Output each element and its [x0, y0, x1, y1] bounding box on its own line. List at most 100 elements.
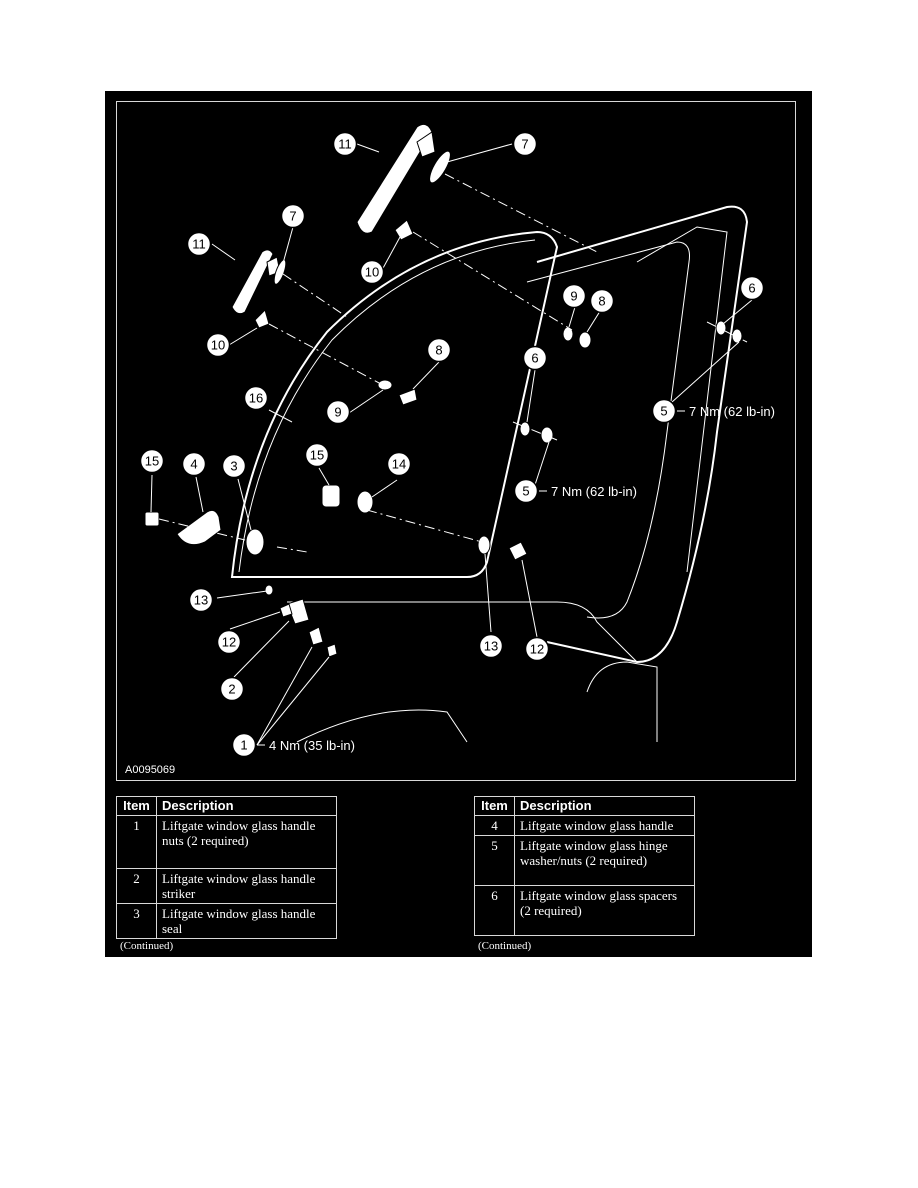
table-row: 1 Liftgate window glass handle nuts (2 r… — [116, 815, 337, 869]
handle — [176, 509, 222, 546]
svg-text:15: 15 — [310, 448, 324, 463]
svg-text:7: 7 — [521, 137, 528, 152]
body-lower-curve — [586, 661, 658, 742]
nuts-lower — [308, 626, 338, 658]
callout-10-lower: 10 — [205, 332, 231, 358]
bumper-seal — [356, 490, 374, 514]
clip-upper — [394, 219, 414, 241]
callout-11-upper: 11 — [332, 131, 358, 157]
continued-note-left: (Continued) — [120, 940, 174, 952]
svg-text:5: 5 — [660, 404, 667, 419]
item-number: 5 — [474, 835, 515, 886]
svg-text:4: 4 — [190, 457, 197, 472]
continued-note-right: (Continued) — [478, 940, 532, 952]
svg-text:12: 12 — [530, 642, 544, 657]
callout-13-left: 13 — [188, 587, 214, 613]
item-number: 4 — [474, 815, 515, 836]
callout-7-upper: 7 — [512, 131, 538, 157]
nut-right — [508, 541, 528, 561]
svg-text:14: 14 — [392, 457, 406, 472]
hinge-lower — [231, 249, 281, 315]
svg-text:1: 1 — [240, 738, 247, 753]
spacer-right-b — [731, 328, 743, 344]
table-row: 6 Liftgate window glass spacers (2 requi… — [474, 885, 695, 936]
callout-13-right: 13 — [478, 633, 504, 659]
callout-14: 14 — [386, 451, 412, 477]
seal-right — [477, 535, 491, 555]
bumper-glass — [321, 484, 341, 508]
hinge-upper — [356, 123, 436, 234]
svg-text:11: 11 — [338, 137, 352, 152]
svg-text:3: 3 — [230, 459, 237, 474]
body-lower-line — [287, 601, 638, 663]
callout-1: 1 4 Nm (35 lb-in) — [231, 732, 355, 758]
svg-text:10: 10 — [365, 265, 379, 280]
svg-text:5: 5 — [522, 484, 529, 499]
item-description: Liftgate window glass spacers (2 require… — [514, 885, 695, 936]
item-description: Liftgate window glass handle nuts (2 req… — [156, 815, 337, 869]
callout-15-left: 15 — [139, 448, 165, 474]
item-description: Liftgate window glass handle striker — [156, 868, 337, 904]
table-row: 2 Liftgate window glass handle striker — [116, 868, 337, 904]
nut-frame — [578, 331, 592, 349]
svg-text:4 Nm (35 lb-in): 4 Nm (35 lb-in) — [269, 738, 355, 753]
liftgate-glass-edge — [238, 239, 536, 573]
legend-table-right: Item Description 4 Liftgate window glass… — [474, 796, 695, 936]
pin-left — [144, 511, 160, 527]
svg-text:13: 13 — [484, 639, 498, 654]
nut-glass — [398, 388, 418, 406]
svg-text:16: 16 — [249, 391, 263, 406]
svg-text:12: 12 — [222, 635, 236, 650]
callout-5-upper: 5 7 Nm (62 lb-in) — [651, 398, 775, 424]
svg-text:11: 11 — [192, 237, 206, 252]
callout-10-upper: 10 — [359, 259, 385, 285]
table-header-row: Item Description — [116, 796, 337, 816]
item-description: Liftgate window glass hinge washer/nuts … — [514, 835, 695, 886]
svg-text:15: 15 — [145, 454, 159, 469]
svg-text:2: 2 — [228, 682, 235, 697]
callout-12-left: 12 — [216, 629, 242, 655]
callout-3: 3 — [221, 453, 247, 479]
bumper-line — [296, 709, 468, 743]
callout-8-frame: 8 — [589, 288, 615, 314]
callout-5-lower: 5 7 Nm (62 lb-in) — [513, 478, 637, 504]
item-number: 1 — [116, 815, 157, 869]
table-row: 3 Liftgate window glass handle seal — [116, 903, 337, 939]
clip-lower — [254, 309, 270, 329]
item-number: 3 — [116, 903, 157, 939]
gasket-upper — [429, 150, 451, 184]
callout-4: 4 — [181, 451, 207, 477]
liftgate-frame-inner — [526, 241, 690, 619]
svg-text:10: 10 — [211, 338, 225, 353]
body-pillar — [636, 226, 728, 573]
spacer-middle-b — [540, 426, 554, 444]
column-header-description: Description — [514, 796, 695, 816]
liftgate-frame-outline — [536, 205, 749, 664]
handle-seal — [245, 528, 265, 556]
callout-11-lower: 11 — [186, 231, 212, 257]
callout-8-glass: 8 — [426, 337, 452, 363]
callout-6-middle: 6 — [522, 345, 548, 371]
spacer-middle-a — [519, 421, 531, 437]
item-description: Liftgate window glass handle — [514, 815, 695, 836]
callout-7-lower: 7 — [280, 203, 306, 229]
column-header-description: Description — [156, 796, 337, 816]
callout-15-middle: 15 — [304, 442, 330, 468]
item-description: Liftgate window glass handle seal — [156, 903, 337, 939]
column-header-item: Item — [474, 796, 515, 816]
table-row: 5 Liftgate window glass hinge washer/nut… — [474, 835, 695, 886]
callout-2: 2 — [219, 676, 245, 702]
svg-text:7 Nm (62 lb-in): 7 Nm (62 lb-in) — [689, 404, 775, 419]
svg-text:13: 13 — [194, 593, 208, 608]
svg-text:7: 7 — [289, 209, 296, 224]
callout-6-right: 6 — [739, 275, 765, 301]
svg-text:9: 9 — [570, 289, 577, 304]
legend-table-left: Item Description 1 Liftgate window glass… — [116, 796, 337, 939]
washer-frame — [562, 326, 574, 342]
item-number: 2 — [116, 868, 157, 904]
svg-text:6: 6 — [748, 281, 755, 296]
callout-12-right: 12 — [524, 636, 550, 662]
svg-text:6: 6 — [531, 351, 538, 366]
table-header-row: Item Description — [474, 796, 695, 816]
svg-text:7 Nm (62 lb-in): 7 Nm (62 lb-in) — [551, 484, 637, 499]
